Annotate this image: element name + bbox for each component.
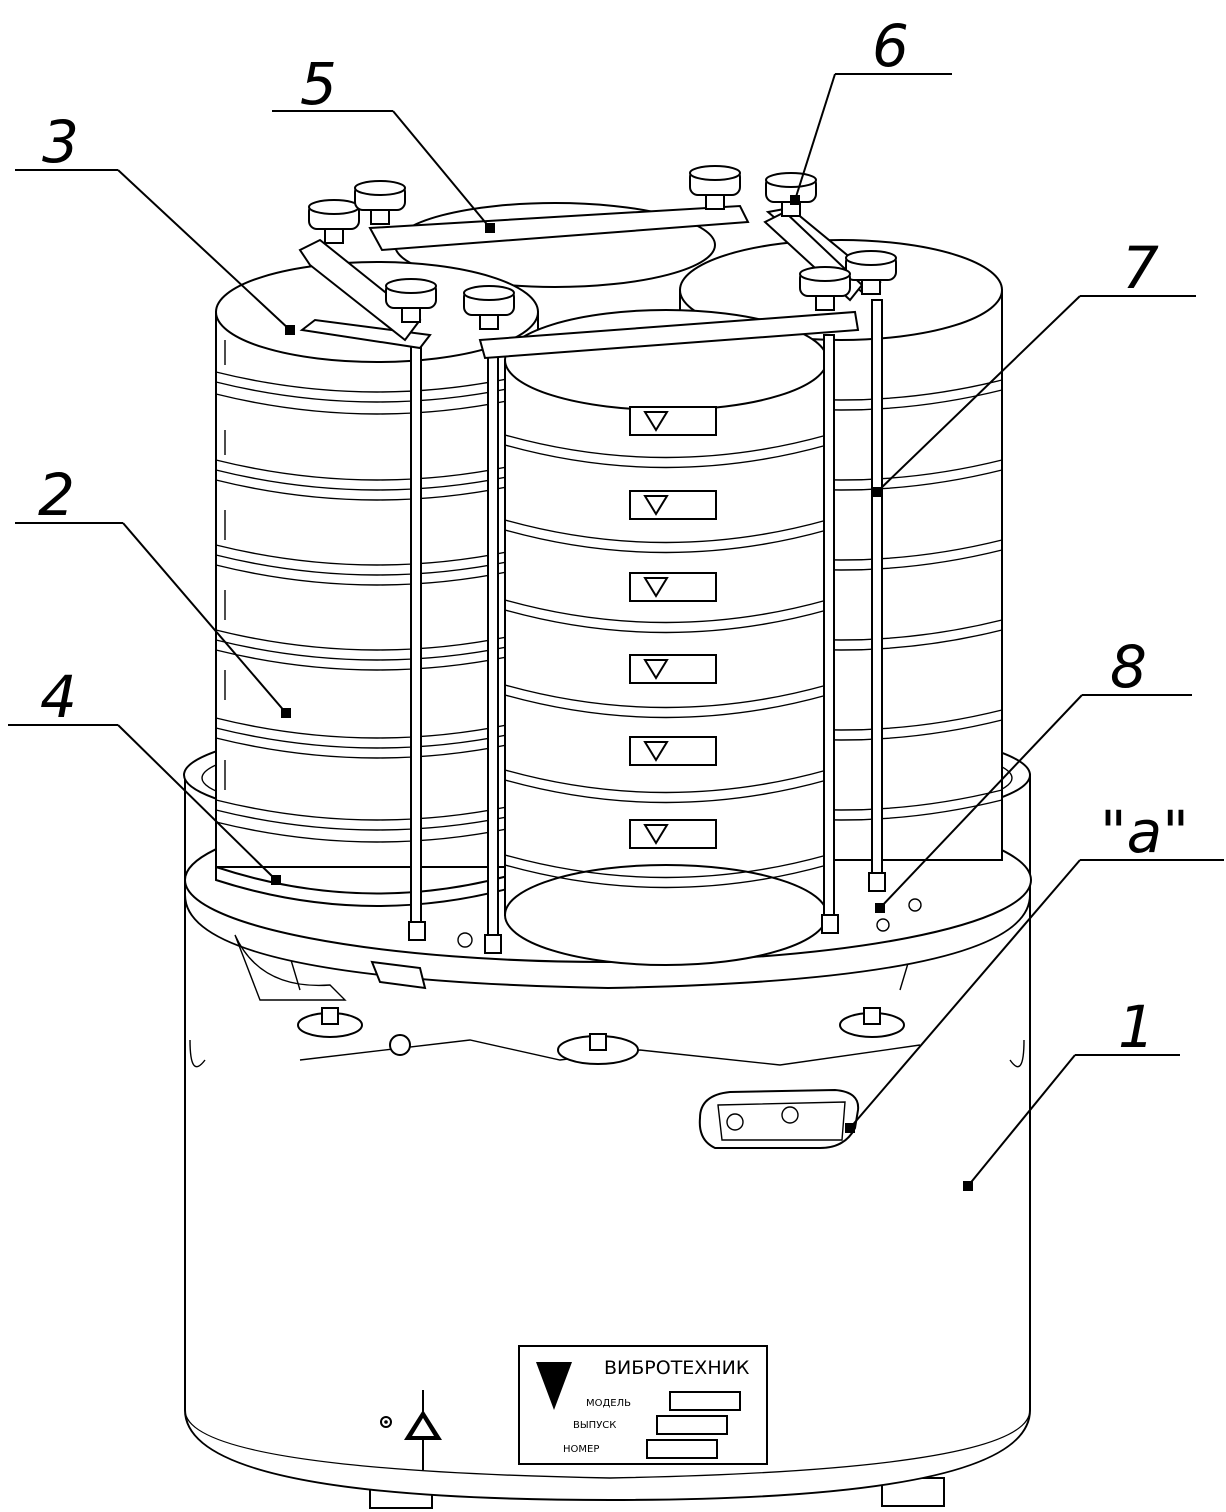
ground-warning-symbol	[380, 1390, 442, 1470]
callout-labels: 3 5 6 7 2 4 8 "a" 1	[38, 12, 1189, 1061]
nameplate-number-label: НОМЕР	[563, 1444, 599, 1455]
sieve-labels	[629, 406, 717, 849]
vt-logo-icon	[536, 1362, 572, 1410]
tie-rods	[408, 299, 886, 954]
vt-logo-icon	[643, 495, 669, 516]
callout-1: 1	[1118, 993, 1155, 1061]
leader-lines	[8, 73, 1224, 1191]
callout-2: 2	[38, 461, 75, 529]
knob	[799, 266, 851, 311]
callout-4: 4	[40, 663, 77, 731]
nameplate-model-label: МОДЕЛЬ	[586, 1398, 631, 1409]
callout-7: 7	[1122, 234, 1159, 302]
callout-6: 6	[872, 12, 909, 80]
vt-logo-icon	[643, 659, 669, 680]
knob	[689, 165, 741, 210]
knob	[463, 285, 515, 330]
callout-3: 3	[42, 108, 79, 176]
nameplate: ВИБРОТЕХНИК МОДЕЛЬ ВЫПУСК НОМЕР	[518, 1345, 768, 1465]
vt-logo-icon	[643, 577, 669, 598]
knob	[385, 278, 437, 323]
vt-logo-icon	[643, 741, 669, 762]
callout-5: 5	[300, 50, 337, 118]
knob	[765, 172, 817, 217]
clamp-knobs	[308, 165, 897, 330]
knob	[845, 250, 897, 295]
nameplate-brand: ВИБРОТЕХНИК	[604, 1357, 750, 1379]
callout-a: "a"	[1100, 798, 1189, 866]
knob	[308, 199, 360, 244]
callout-8: 8	[1110, 633, 1147, 701]
sieve-stack-left	[215, 261, 539, 907]
nameplate-release-label: ВЫПУСК	[573, 1420, 616, 1431]
knob	[354, 180, 406, 225]
vt-logo-icon	[643, 411, 669, 432]
vt-logo-icon	[643, 824, 669, 845]
